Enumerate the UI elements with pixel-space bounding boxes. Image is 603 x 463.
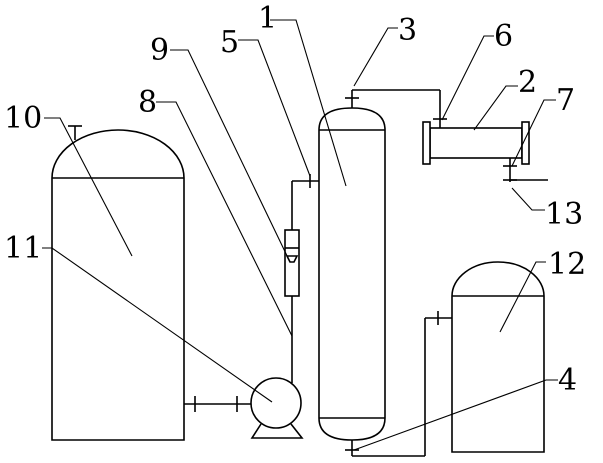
label-3: 3 (398, 13, 417, 48)
leader-10 (44, 117, 133, 257)
leader-lines (42, 19, 558, 451)
column-1-body (318, 107, 386, 441)
label-6: 6 (494, 19, 513, 54)
label-2: 2 (518, 65, 537, 100)
flowmeter-9-tube (284, 229, 300, 297)
label-7: 7 (556, 83, 575, 118)
leader-1 (270, 19, 347, 187)
pump-11 (250, 377, 304, 439)
label-9: 9 (150, 33, 169, 68)
label-4: 4 (558, 363, 577, 398)
leader-3 (353, 27, 398, 87)
leader-7 (511, 99, 556, 167)
leader-13 (511, 187, 545, 211)
label-12: 12 (548, 247, 586, 282)
leader-2 (473, 85, 518, 131)
label-1: 1 (258, 1, 277, 36)
column-1 (318, 107, 386, 441)
leader-8 (156, 101, 293, 337)
tank-10-body (51, 129, 185, 441)
condenser-2-shell (429, 127, 523, 159)
piping (184, 89, 548, 457)
label-13: 13 (545, 197, 583, 232)
label-11: 11 (4, 231, 42, 266)
condenser-2-right-flange (521, 121, 530, 165)
flowmeter-9 (284, 229, 300, 297)
leader-6 (441, 35, 494, 121)
condenser-2-left-flange (422, 121, 431, 165)
condenser-2 (422, 121, 530, 165)
leader-9 (170, 49, 291, 263)
pump-11-casing (250, 377, 302, 429)
leader-12 (499, 261, 546, 333)
tank-12 (451, 261, 545, 453)
label-10: 10 (4, 101, 42, 136)
pump-11-base (250, 423, 304, 439)
leader-11 (42, 247, 273, 403)
tank-12-body (451, 261, 545, 453)
labels: 1 2 3 4 5 6 7 8 9 10 11 12 13 (4, 1, 586, 398)
leader-5 (238, 39, 311, 177)
label-5: 5 (220, 25, 239, 60)
label-8: 8 (138, 85, 157, 120)
tank-10 (51, 125, 185, 441)
leader-4 (353, 379, 558, 451)
